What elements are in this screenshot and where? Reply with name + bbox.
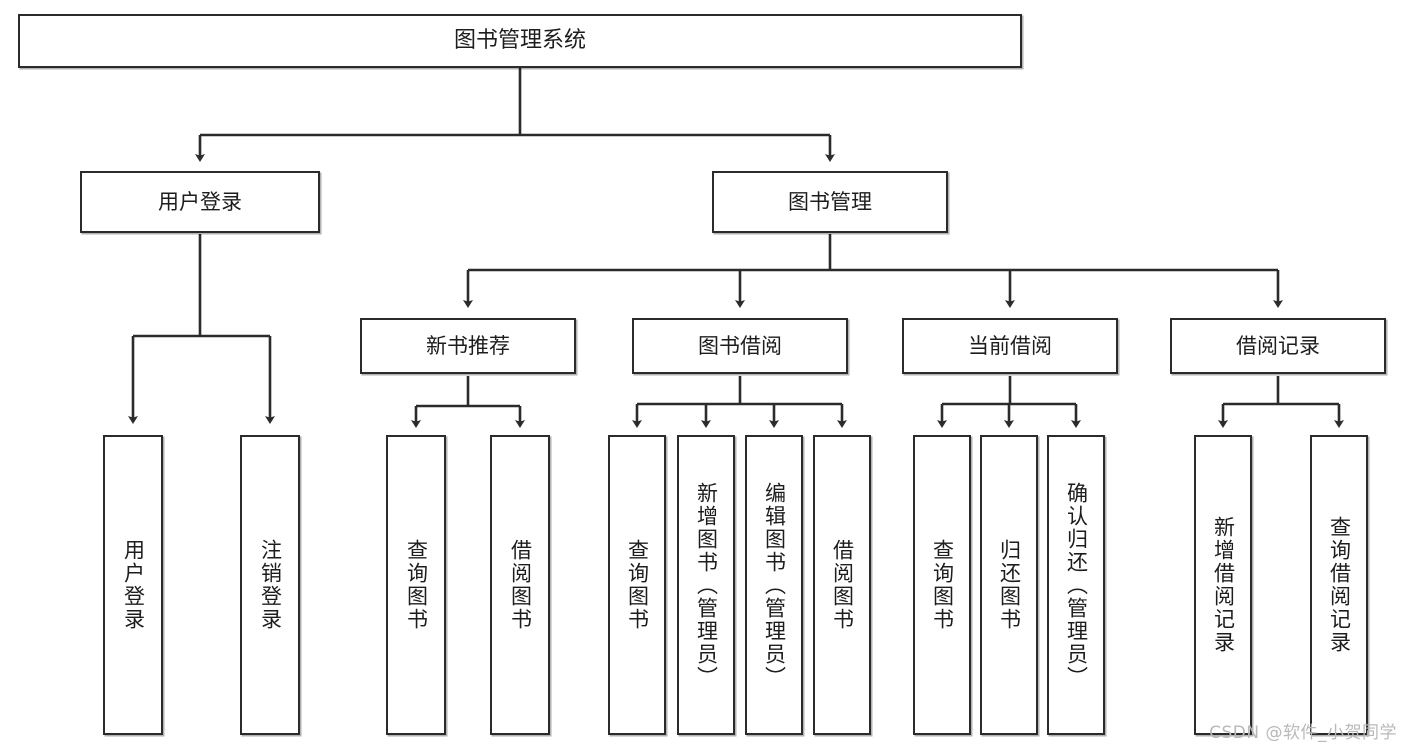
leaf-borrow-book-2-label: 借阅图书 [830, 539, 855, 631]
node-borrow-record-label: 借阅记录 [1236, 333, 1320, 358]
node-borrow-record[interactable]: 借阅记录 [1170, 318, 1386, 374]
leaf-query-book-3-label: 查询图书 [930, 539, 955, 631]
leaf-confirm-return-label: 确认归还（管理员） [1064, 481, 1089, 689]
leaf-return-book-label: 归还图书 [997, 539, 1022, 631]
leaf-edit-book-label: 编辑图书（管理员） [762, 481, 787, 689]
node-user-login-label: 用户登录 [158, 189, 242, 214]
leaf-query-book-2[interactable]: 查询图书 [608, 435, 666, 735]
leaf-add-book-label: 新增图书（管理员） [694, 481, 719, 689]
node-book-manage[interactable]: 图书管理 [712, 171, 948, 233]
leaf-confirm-return[interactable]: 确认归还（管理员） [1047, 435, 1105, 735]
leaf-query-book-1[interactable]: 查询图书 [386, 435, 446, 735]
node-new-book-recommend-label: 新书推荐 [426, 333, 510, 358]
node-new-book-recommend[interactable]: 新书推荐 [360, 318, 576, 374]
leaf-edit-book[interactable]: 编辑图书（管理员） [745, 435, 803, 735]
leaf-add-record[interactable]: 新增借阅记录 [1194, 435, 1252, 735]
leaf-query-record-label: 查询借阅记录 [1327, 516, 1352, 654]
leaf-query-book-2-label: 查询图书 [625, 539, 650, 631]
watermark: CSDN @软件_小贺同学 [1209, 723, 1397, 743]
leaf-logout-login[interactable]: 注销登录 [240, 435, 300, 735]
leaf-query-book-3[interactable]: 查询图书 [913, 435, 971, 735]
leaf-borrow-book-1-label: 借阅图书 [508, 539, 533, 631]
leaf-return-book[interactable]: 归还图书 [980, 435, 1038, 735]
node-current-borrow[interactable]: 当前借阅 [902, 318, 1118, 374]
node-book-manage-label: 图书管理 [788, 189, 872, 214]
node-user-login[interactable]: 用户登录 [80, 171, 320, 233]
leaf-add-record-label: 新增借阅记录 [1211, 516, 1236, 654]
node-current-borrow-label: 当前借阅 [968, 333, 1052, 358]
leaf-borrow-book-2[interactable]: 借阅图书 [813, 435, 871, 735]
node-root[interactable]: 图书管理系统 [18, 14, 1022, 68]
node-root-label: 图书管理系统 [453, 28, 586, 54]
leaf-logout-login-label: 注销登录 [258, 539, 283, 631]
node-book-borrow-label: 图书借阅 [698, 333, 782, 358]
leaf-query-record[interactable]: 查询借阅记录 [1310, 435, 1368, 735]
leaf-user-login-label: 用户登录 [121, 539, 146, 631]
node-book-borrow[interactable]: 图书借阅 [632, 318, 848, 374]
leaf-user-login[interactable]: 用户登录 [103, 435, 163, 735]
leaf-query-book-1-label: 查询图书 [404, 539, 429, 631]
leaf-add-book[interactable]: 新增图书（管理员） [677, 435, 735, 735]
leaf-borrow-book-1[interactable]: 借阅图书 [490, 435, 550, 735]
